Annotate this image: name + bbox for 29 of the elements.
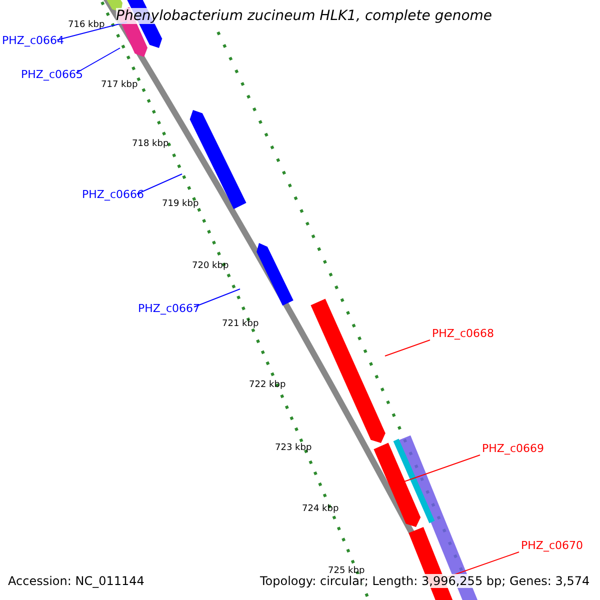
scale-label: 723 kbp [275,443,312,453]
leader-line [76,48,120,74]
scale-label: 720 kbp [192,261,229,271]
genome-summary: Topology: circular; Length: 3,996,255 bp; Genes: 3,574 [260,574,590,588]
scale-label: 724 kbp [302,504,339,514]
scale-label: 722 kbp [249,380,286,390]
accession-text: Accession: NC_011144 [8,574,144,588]
leader-line [384,340,430,356]
gene-bar [256,243,294,306]
scale-label: 721 kbp [222,319,259,329]
gene-label: PHZ_c0664 [2,34,64,47]
map-title: Phenylobacterium zucineum HLK1, complete genome [116,8,492,24]
scale-label: 719 kbp [162,199,199,209]
leader-line [136,174,182,194]
scale-label: 717 kbp [101,80,138,90]
gene-label: PHZ_c0665 [21,68,83,81]
gene-bar [393,438,435,524]
scale-label: 718 kbp [132,139,169,149]
gene-label: PHZ_c0667 [138,302,200,315]
gene-label: PHZ_c0666 [82,188,144,201]
gene-label: PHZ_c0669 [482,442,544,455]
gene-label: PHZ_c0670 [521,539,583,552]
scale-label: 725 kbp [328,566,365,576]
leader-line [194,288,240,308]
gene-label: PHZ_c0668 [432,327,494,340]
gene-bar [374,442,421,527]
leader-line [402,454,480,482]
gene-bar [310,298,386,443]
scale-label: 716 kbp [68,20,105,30]
